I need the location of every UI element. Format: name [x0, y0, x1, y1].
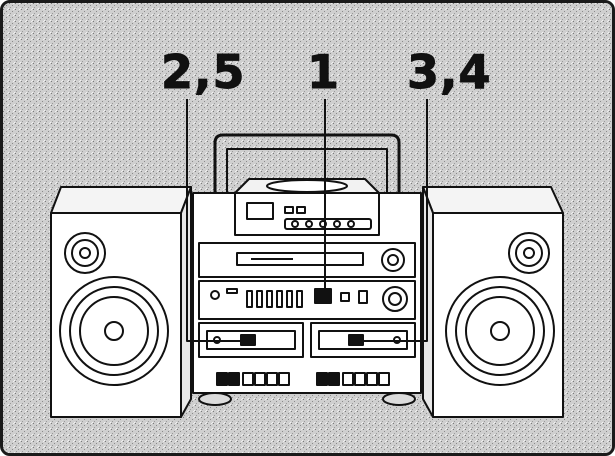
boombox-illustration [3, 3, 612, 453]
left-tweeter [64, 232, 106, 274]
leader-lines [186, 99, 428, 342]
left-woofer [59, 276, 169, 386]
display-window [246, 202, 274, 220]
transport-keys-left [216, 372, 290, 386]
transport-keys-right [316, 372, 390, 386]
callout-3-4: 3,4 [407, 45, 492, 99]
foot-right [382, 392, 416, 406]
cd-window [266, 179, 348, 193]
right-woofer [445, 276, 555, 386]
leader-2-5 [186, 99, 247, 342]
main-unit [192, 178, 422, 406]
callout-2-5: 2,5 [161, 45, 246, 99]
right-speaker [422, 186, 564, 418]
leader-3-4 [356, 99, 428, 342]
amplifier-panel [198, 280, 416, 320]
slider-row [246, 290, 303, 308]
right-tweeter [508, 232, 550, 274]
left-speaker [50, 186, 192, 418]
tuner-display [236, 252, 364, 266]
carry-handle [213, 133, 401, 195]
foot-left [198, 392, 232, 406]
function-button [314, 288, 332, 304]
callout-1: 1 [306, 45, 341, 99]
